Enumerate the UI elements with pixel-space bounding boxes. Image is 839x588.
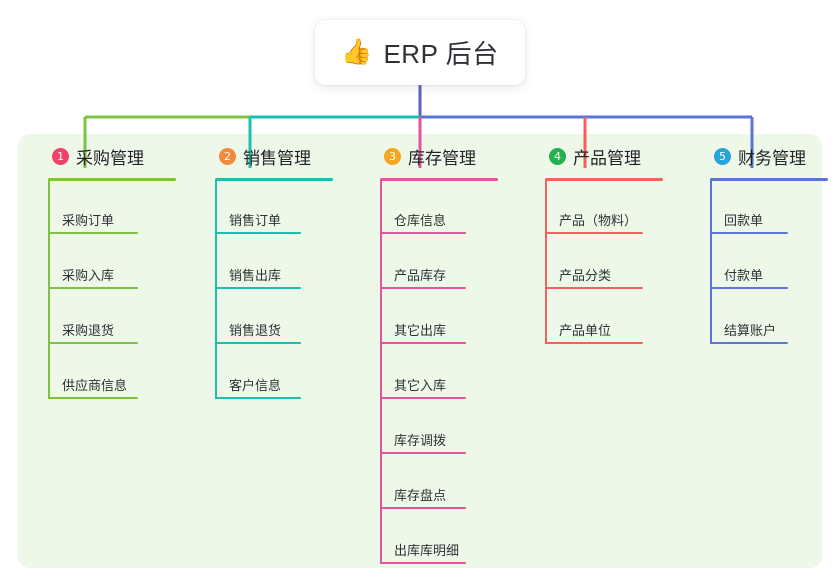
branch-number-badge: 2	[219, 147, 236, 165]
thumbs-up-icon: 👍	[341, 38, 373, 66]
leaf-underline	[380, 287, 466, 289]
root-title: ERP 后台	[383, 39, 499, 69]
leaf-underline	[545, 232, 643, 234]
branch-title: 库存管理	[408, 148, 476, 168]
branch-title: 财务管理	[738, 148, 806, 168]
branch-leaf-库存盘点[interactable]: 库存盘点	[380, 485, 466, 519]
branch-column-库存管理: 3 库存管理仓库信息产品库存其它出库其它入库库存调拨库存盘点出库库明细	[362, 144, 498, 564]
branch-spine	[545, 180, 547, 344]
branch-leaf-回款单[interactable]: 回款单	[710, 210, 788, 244]
branch-leaf-采购退货[interactable]: 采购退货	[48, 320, 138, 354]
branches-panel	[18, 134, 822, 568]
leaf-underline	[380, 342, 466, 344]
branch-header-库存管理[interactable]: 3 库存管理	[362, 144, 476, 168]
branch-underline	[48, 178, 176, 181]
branch-leaf-产品分类[interactable]: 产品分类	[545, 265, 643, 299]
branch-number-badge: 1	[52, 147, 69, 165]
branch-spine	[710, 180, 712, 344]
leaf-underline	[380, 452, 466, 454]
leaf-underline	[380, 232, 466, 234]
branch-leaf-供应商信息[interactable]: 供应商信息	[48, 375, 138, 409]
leaf-label: 其它出库	[394, 323, 447, 338]
leaf-underline	[215, 397, 301, 399]
leaf-underline	[710, 232, 788, 234]
branch-title: 销售管理	[243, 148, 311, 168]
leaf-underline	[710, 342, 788, 344]
leaf-underline	[48, 287, 138, 289]
leaf-label: 供应商信息	[62, 378, 128, 393]
branch-leaf-产品库存[interactable]: 产品库存	[380, 265, 466, 299]
leaf-underline	[215, 342, 301, 344]
branch-number-badge: 3	[384, 147, 401, 165]
leaf-underline	[215, 232, 301, 234]
branch-header-采购管理[interactable]: 1 采购管理	[30, 144, 144, 168]
leaf-underline	[545, 342, 643, 344]
leaf-underline	[48, 397, 138, 399]
leaf-label: 仓库信息	[394, 213, 447, 228]
leaf-label: 付款单	[724, 268, 764, 283]
leaf-label: 产品分类	[559, 268, 612, 283]
branch-leaf-销售订单[interactable]: 销售订单	[215, 210, 301, 244]
branch-leaf-采购入库[interactable]: 采购入库	[48, 265, 138, 299]
leaf-label: 销售出库	[229, 268, 282, 283]
branch-number-badge: 5	[714, 147, 731, 165]
leaf-label: 销售退货	[229, 323, 282, 338]
branch-leaf-仓库信息[interactable]: 仓库信息	[380, 210, 466, 244]
branch-underline	[215, 178, 333, 181]
branch-leaf-销售退货[interactable]: 销售退货	[215, 320, 301, 354]
branch-leaf-销售出库[interactable]: 销售出库	[215, 265, 301, 299]
branch-leaf-客户信息[interactable]: 客户信息	[215, 375, 301, 409]
branch-header-产品管理[interactable]: 4 产品管理	[527, 144, 641, 168]
branch-underline	[710, 178, 828, 181]
leaf-underline	[380, 562, 466, 564]
branch-leaf-付款单[interactable]: 付款单	[710, 265, 788, 299]
leaf-label: 库存盘点	[394, 488, 447, 503]
branch-spine	[215, 180, 217, 399]
branch-leaf-产品（物料）[interactable]: 产品（物料）	[545, 210, 643, 244]
root-node[interactable]: 👍 ERP 后台	[315, 20, 525, 85]
branch-leaf-其它出库[interactable]: 其它出库	[380, 320, 466, 354]
leaf-label: 销售订单	[229, 213, 282, 228]
branch-column-产品管理: 4 产品管理产品（物料） 产品分类产品单位	[527, 144, 663, 344]
leaf-underline	[380, 507, 466, 509]
branch-number-badge: 4	[549, 147, 566, 165]
branch-leaf-出库库明细[interactable]: 出库库明细	[380, 540, 466, 574]
branch-column-采购管理: 1 采购管理采购订单采购入库采购退货供应商信息	[30, 144, 176, 399]
leaf-label: 产品库存	[394, 268, 447, 283]
leaf-label: 出库库明细	[394, 543, 460, 558]
branch-leaf-其它入库[interactable]: 其它入库	[380, 375, 466, 409]
branch-header-财务管理[interactable]: 5 财务管理	[692, 144, 806, 168]
leaf-underline	[215, 287, 301, 289]
leaf-underline	[710, 287, 788, 289]
branch-leaf-库存调拨[interactable]: 库存调拨	[380, 430, 466, 464]
branch-column-财务管理: 5 财务管理回款单付款单结算账户	[692, 144, 828, 344]
branch-spine	[48, 180, 50, 399]
leaf-label: 回款单	[724, 213, 764, 228]
leaf-label: 采购订单	[62, 213, 115, 228]
leaf-underline	[380, 397, 466, 399]
branch-underline	[545, 178, 663, 181]
branch-underline	[380, 178, 498, 181]
leaf-underline	[48, 232, 138, 234]
branch-header-销售管理[interactable]: 2 销售管理	[197, 144, 311, 168]
leaf-label: 其它入库	[394, 378, 447, 393]
branch-column-销售管理: 2 销售管理销售订单销售出库销售退货客户信息	[197, 144, 333, 399]
branch-leaf-产品单位[interactable]: 产品单位	[545, 320, 643, 354]
leaf-label: 客户信息	[229, 378, 282, 393]
branch-title: 产品管理	[573, 148, 641, 168]
leaf-underline	[48, 342, 138, 344]
leaf-label: 产品单位	[559, 323, 612, 338]
branch-leaf-结算账户[interactable]: 结算账户	[710, 320, 788, 354]
branch-title: 采购管理	[76, 148, 144, 168]
root-node-content: 👍 ERP 后台	[341, 34, 498, 71]
leaf-label: 库存调拨	[394, 433, 447, 448]
leaf-label: 采购入库	[62, 268, 115, 283]
leaf-underline	[545, 287, 643, 289]
branch-leaf-采购订单[interactable]: 采购订单	[48, 210, 138, 244]
leaf-label: 结算账户	[724, 323, 777, 338]
leaf-label: 产品（物料）	[559, 213, 638, 228]
leaf-label: 采购退货	[62, 323, 115, 338]
branch-spine	[380, 180, 382, 564]
